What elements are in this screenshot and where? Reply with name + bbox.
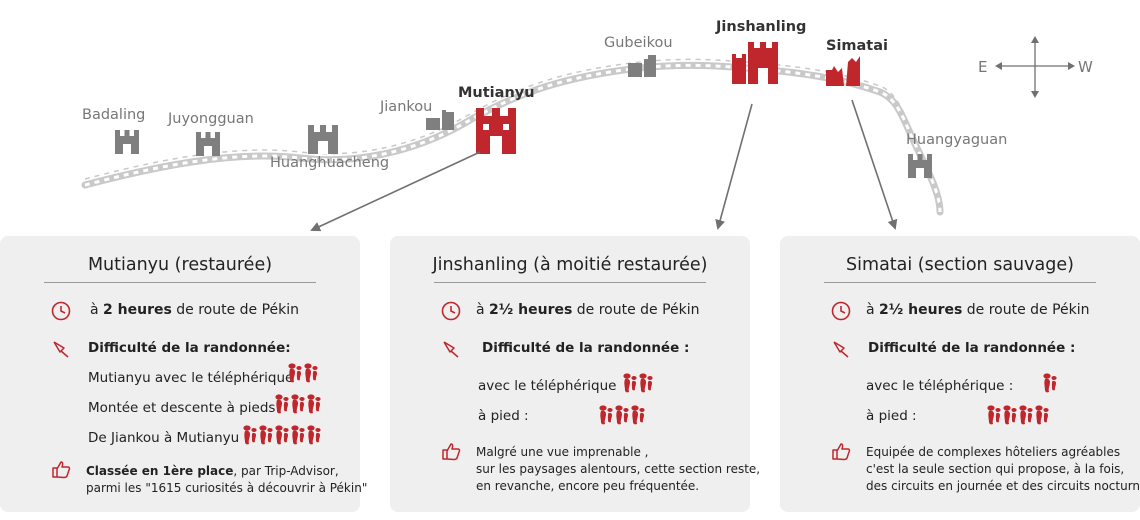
label-jiankou: Jiankou: [380, 99, 433, 115]
pin-icon: [443, 341, 459, 358]
tower-badaling-icon: [115, 130, 139, 154]
footprint-mark: [275, 425, 289, 445]
footprints-icon: [243, 425, 321, 445]
footprint-mark: [639, 373, 653, 393]
label-huangyaguan: Huangyaguan: [906, 132, 1008, 148]
footprint-mark: [291, 425, 305, 445]
footprint-mark: [288, 363, 302, 383]
arrow-to-simatai-card: [851, 99, 898, 230]
footprint-mark: [307, 425, 321, 445]
card-title: Simatai (section sauvage): [846, 255, 1074, 275]
difficulty-label: Difficulté de la randonnée:: [88, 340, 291, 356]
route-label: De Jiankou à Mutianyu: [88, 430, 240, 446]
clock-icon: [441, 301, 461, 321]
compass-icon: [995, 36, 1075, 98]
footprint-mark: [304, 363, 318, 383]
footprint-mark: [275, 394, 289, 414]
footprints-icon: [987, 405, 1049, 425]
footprint-mark: [987, 405, 1001, 425]
route-label: Montée et descente à pieds: [88, 400, 276, 416]
label-gubeikou: Gubeikou: [604, 35, 673, 51]
section-note: Malgré une vue imprenable , sur les pays…: [476, 445, 761, 493]
footprint-mark: [259, 425, 273, 445]
thumbs-up-icon: [52, 461, 71, 479]
title-divider: [824, 282, 1096, 283]
route-label: à pied :: [478, 408, 529, 424]
footprints-icon: [275, 394, 321, 414]
tower-simatai-icon: [826, 56, 860, 86]
label-mutianyu: Mutianyu: [458, 85, 535, 101]
footprint-mark: [1019, 405, 1033, 425]
pin-icon: [53, 341, 69, 358]
compass-west-label: W: [1078, 58, 1093, 76]
label-juyongguan: Juyongguan: [168, 111, 254, 127]
route-label: Mutianyu avec le téléphérique: [88, 370, 294, 386]
title-divider: [44, 282, 316, 283]
thumbs-up-icon: [832, 443, 851, 461]
footprints-icon: [623, 373, 653, 393]
footprint-mark: [243, 425, 257, 445]
wall-path: [81, 58, 944, 216]
route-label: à pied :: [866, 408, 917, 424]
footprints-icon: [1043, 373, 1057, 393]
route-label: avec le téléphérique: [478, 378, 617, 394]
card-simatai: Simatai (section sauvage) à 2½ heures de…: [780, 236, 1140, 512]
label-simatai: Simatai: [826, 38, 888, 54]
route-label: avec le téléphérique :: [866, 378, 1014, 394]
footprint-mark: [1003, 405, 1017, 425]
compass-east-label: E: [978, 58, 988, 76]
arrow-to-jinshanling-card: [715, 103, 753, 230]
pin-icon: [833, 341, 849, 358]
footprint-mark: [623, 373, 637, 393]
tower-mutianyu-icon: [476, 108, 516, 154]
section-note: Equipée de complexes hôteliers agréables…: [866, 445, 1140, 493]
tower-juyongguan-icon: [196, 132, 220, 156]
recommendation-note: Classée en 1ère place, par Trip-Advisor,…: [86, 464, 368, 495]
footprint-mark: [599, 405, 613, 425]
travel-time: à 2½ heures de route de Pékin: [476, 302, 700, 318]
footprint-mark: [307, 394, 321, 414]
footprints-icon: [288, 363, 318, 383]
footprint-mark: [1043, 373, 1057, 393]
footprints-icon: [599, 405, 645, 425]
tower-jiankou-icon: [426, 110, 454, 130]
great-wall-map: [81, 36, 1075, 232]
footprint-mark: [631, 405, 645, 425]
card-mutianyu: Mutianyu (restaurée) à 2 heures de route…: [0, 236, 367, 512]
card-jinshanling: Jinshanling (à moitié restaurée) à 2½ he…: [390, 236, 760, 512]
tower-huanghuacheng-icon: [308, 125, 338, 154]
thumbs-up-icon: [442, 443, 461, 461]
clock-icon: [51, 301, 71, 321]
tower-huangyaguan-icon: [908, 154, 932, 178]
arrow-to-mutianyu-card: [310, 151, 481, 232]
label-huanghuacheng: Huanghuacheng: [270, 155, 390, 171]
footprint-mark: [1035, 405, 1049, 425]
difficulty-label: Difficulté de la randonnée :: [868, 340, 1076, 356]
difficulty-label: Difficulté de la randonnée :: [482, 340, 690, 356]
footprint-mark: [615, 405, 629, 425]
card-title: Mutianyu (restaurée): [87, 255, 273, 275]
label-jinshanling: Jinshanling: [716, 19, 807, 35]
travel-time: à 2 heures de route de Pékin: [90, 302, 300, 318]
tower-jinshanling-icon: [732, 42, 778, 84]
card-title: Jinshanling (à moitié restaurée): [432, 255, 708, 275]
title-divider: [434, 282, 706, 283]
tower-gubeikou-icon: [628, 55, 656, 77]
footprint-mark: [291, 394, 305, 414]
label-badaling: Badaling: [82, 107, 146, 123]
travel-time: à 2½ heures de route de Pékin: [866, 302, 1090, 318]
clock-icon: [831, 301, 851, 321]
